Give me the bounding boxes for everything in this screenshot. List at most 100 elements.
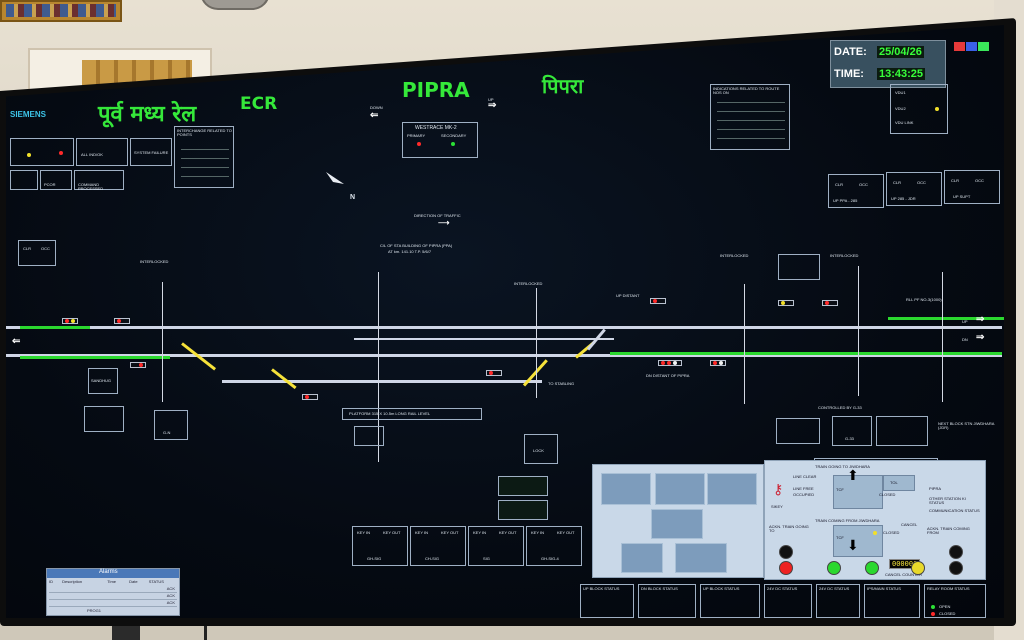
ackn-coming-button[interactable] (949, 545, 963, 559)
block-slot-4[interactable] (651, 509, 703, 539)
status-title: 24V DC STATUS (819, 586, 850, 591)
ackn-going-button[interactable] (779, 545, 793, 559)
key-in-label: KEY IN (473, 530, 487, 535)
route-grid (717, 99, 785, 147)
lock-label: LOCK (533, 448, 544, 453)
signal-s11[interactable] (650, 298, 666, 304)
pcor-label-box[interactable]: PCOR (40, 170, 72, 190)
tcf-label: TCF (836, 487, 844, 492)
g33-box[interactable]: G-33 (832, 416, 872, 446)
bell-button[interactable] (949, 561, 963, 575)
signal-s4[interactable] (302, 394, 318, 400)
key-box-2-label: CH-SIG (425, 556, 439, 561)
up-dsr-label: UP 285 - JDR (891, 196, 916, 201)
route-indications-title: INDICATIONS RELATED TO ROUTE NOS ON (713, 86, 780, 96)
vdu1-label: VDU1 (895, 90, 906, 95)
g33-ppa-box[interactable] (876, 416, 928, 446)
signal-s2[interactable] (114, 318, 130, 324)
command-processed-box[interactable]: COMMAND PROCESSED (74, 170, 124, 191)
signal-dn-distant[interactable] (710, 360, 726, 366)
key-box-3[interactable]: KEY IN KEY OUT SIG (468, 526, 524, 566)
westrace-primary: PRIMARY (407, 133, 426, 138)
open-lamp (931, 605, 935, 609)
block-slot-3[interactable] (707, 473, 757, 505)
tol-label: TOL (890, 480, 898, 485)
occ-label: OCC (975, 178, 984, 183)
block-buttons-panel (592, 464, 764, 578)
signal-key-box[interactable] (10, 138, 74, 166)
col-description: Description (62, 579, 83, 584)
key-box-1[interactable]: KEY IN KEY OUT GH-SIG (352, 526, 408, 566)
cancel-co-op-button[interactable] (865, 561, 879, 575)
clr-label: CLR (835, 182, 844, 187)
occupied-label: OCCUPIED (793, 492, 815, 497)
down-arrow-icon: ⬇ (847, 537, 859, 553)
rll-label: RLL PF NO-3(1000) (906, 297, 942, 302)
lc-gate-box[interactable] (354, 426, 384, 446)
key-in-label: KEY IN (357, 530, 371, 535)
ok-status-box-2[interactable] (498, 500, 548, 520)
up-supt-box[interactable]: CLR OCC UP SUPT (944, 170, 1000, 204)
g33-label: G-33 (845, 436, 854, 441)
sig-gn-box[interactable] (84, 406, 124, 432)
tol-indicator: TOL (883, 475, 915, 491)
train-going-button[interactable] (779, 561, 793, 575)
status-box-1: UP BLOCK STATUS (580, 584, 634, 618)
up-right-arrow-icon: ⇒ (976, 314, 985, 325)
status-box-3: UP BLOCK STATUS (700, 584, 760, 618)
sandhug-label: SANDHUG (91, 378, 112, 383)
status-title: DN BLOCK STATUS (641, 586, 678, 591)
alarm-row[interactable]: ACK (49, 600, 177, 607)
alarms-columns: ID Description Time Date STATUS (49, 579, 177, 584)
tcf-label: TCF (836, 535, 844, 540)
signal-s5[interactable] (486, 370, 502, 376)
lock-box-mid[interactable]: LOCK (524, 434, 558, 464)
pcor-box[interactable] (10, 170, 38, 190)
tower-box[interactable] (776, 418, 820, 444)
cancel-button[interactable] (911, 561, 925, 575)
traffic-arrow-icon: ⟶ (438, 218, 450, 227)
ok-status-box[interactable] (498, 476, 548, 496)
signal-s3[interactable] (130, 362, 146, 368)
left-block-box[interactable]: CLR OCC (18, 240, 56, 266)
block-slot-2[interactable] (655, 473, 705, 505)
status-strip: UP BLOCK STATUS DN BLOCK STATUS UP BLOCK… (580, 584, 1000, 618)
platform-label: PLATFORM 315 X 10.5m LONG RAIL LEVEL (349, 411, 431, 416)
wall-painting (0, 0, 122, 22)
red-lamp (59, 151, 63, 155)
up-ppa-box[interactable]: CLR OCC UP PPA - 285 (828, 174, 884, 208)
date-value: 25/04/26 (877, 46, 924, 58)
status-box-6: IPS/MAIN STATUS (864, 584, 920, 618)
system-failure-box[interactable]: SYSTEM FAILURE (130, 138, 172, 166)
clr-label: CLR (951, 178, 960, 183)
sandhug-box[interactable]: SANDHUG (88, 368, 118, 394)
occ-label: OCC (41, 246, 50, 251)
up-dsr-box[interactable]: CLR OCC UP 285 - JDR (886, 172, 942, 206)
marker-far-right (942, 272, 943, 402)
down-arrow-icon: ⇐ (370, 110, 379, 121)
block-slot-1[interactable] (601, 473, 651, 505)
station-name-hindi: पिपरा (542, 74, 584, 98)
dn-track-occupied-right (610, 352, 1002, 355)
lcb-key-button[interactable] (827, 561, 841, 575)
north-arrow-icon (324, 170, 346, 190)
up-label: UP (488, 97, 494, 102)
all-ind-ok-box[interactable]: ALL IND/OK (76, 138, 128, 166)
signal-s14[interactable] (822, 300, 838, 306)
signal-s13[interactable] (778, 300, 794, 306)
alarm-row[interactable]: ACK (49, 593, 177, 600)
marker-right-2 (858, 266, 859, 396)
s13-box[interactable] (778, 254, 820, 280)
signal-s12[interactable] (658, 360, 682, 366)
lock-box-left[interactable]: G-N (154, 410, 188, 440)
status-title: RELAY ROOM STATUS (927, 586, 970, 591)
interchange-title: INTERCHANGE RELATED TO POINTS (177, 128, 232, 138)
key-out-label: KEY OUT (441, 530, 459, 535)
counter-label: CANCEL COUNTER (885, 572, 922, 577)
block-slot-6[interactable] (675, 543, 727, 573)
block-slot-5[interactable] (621, 543, 663, 573)
key-box-2[interactable]: KEY IN KEY OUT CH-SIG (410, 526, 466, 566)
alarm-row[interactable]: ACK (49, 586, 177, 593)
key-box-4[interactable]: KEY IN KEY OUT GH-SIG-4 (526, 526, 582, 566)
signal-s1[interactable] (62, 318, 78, 324)
